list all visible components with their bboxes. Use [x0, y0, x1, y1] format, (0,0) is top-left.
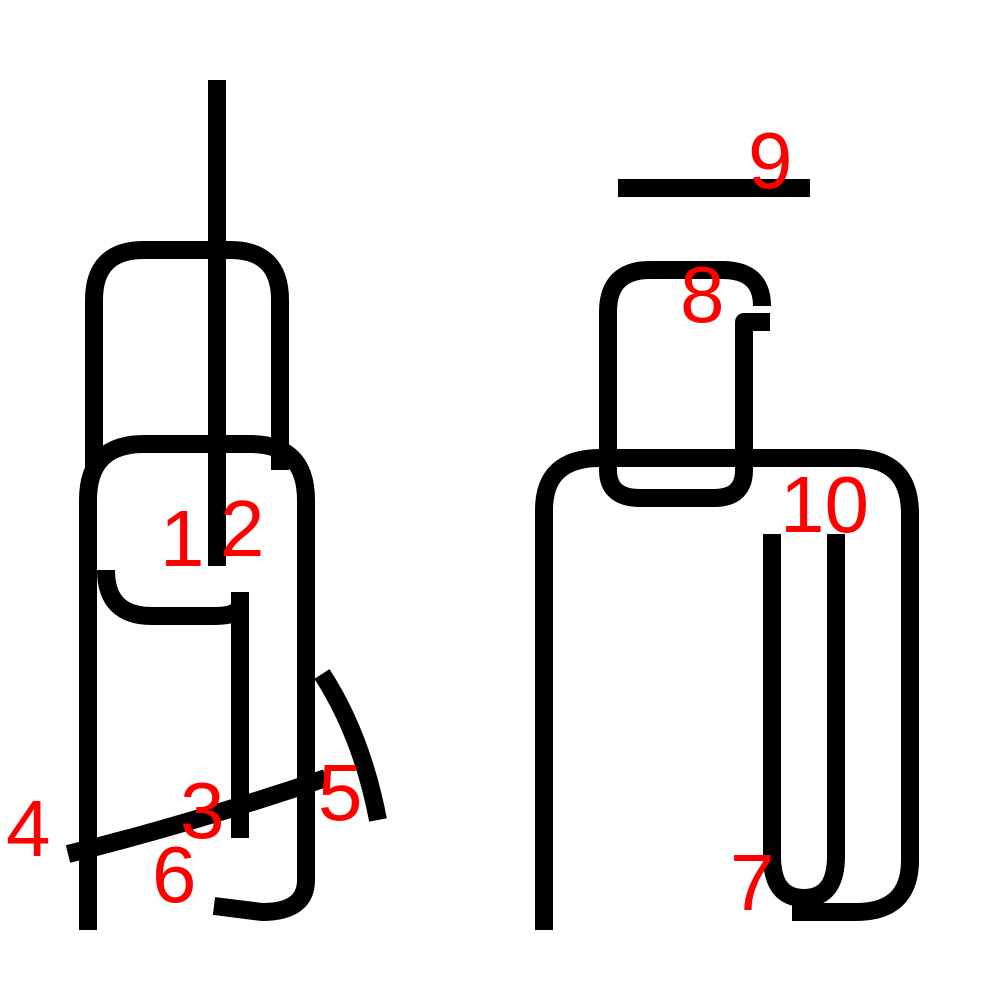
label-2: 2 [220, 484, 265, 573]
label-4: 4 [6, 784, 51, 873]
right-upper-loop-8 [599, 261, 771, 507]
label-1: 1 [160, 494, 205, 583]
label-8: 8 [680, 250, 725, 339]
label-3: 3 [180, 766, 225, 855]
right-figure [535, 179, 919, 930]
label-6: 6 [152, 830, 197, 919]
labels: 1 2 3 4 5 6 7 8 9 10 [6, 116, 869, 927]
label-7: 7 [730, 838, 775, 927]
left-arc-5 [314, 669, 387, 822]
right-u-shape-7-10 [763, 534, 845, 907]
left-lower-rounded-shape [79, 435, 315, 930]
left-upper-rounded-loop [85, 241, 289, 470]
label-5: 5 [318, 748, 363, 837]
left-slanted-line-4-5 [65, 769, 329, 863]
right-large-rounded-shape [535, 449, 919, 930]
left-figure [65, 80, 387, 930]
label-10: 10 [780, 460, 869, 549]
label-9: 9 [748, 116, 793, 205]
